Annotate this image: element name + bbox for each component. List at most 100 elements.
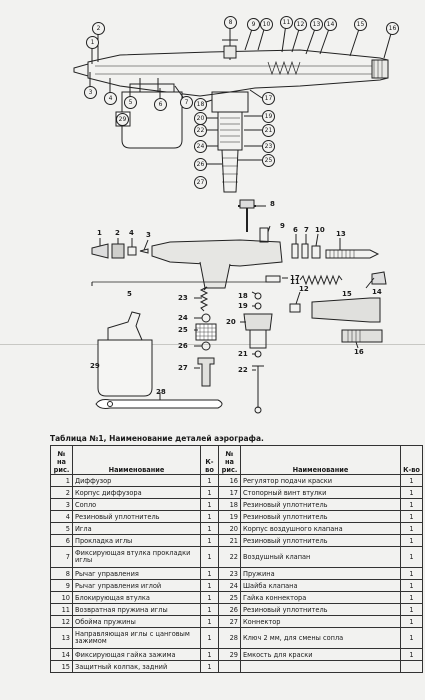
exploded-label-14: 14 — [372, 288, 382, 296]
callout-17: 17 — [262, 92, 275, 105]
callout-13: 13 — [310, 18, 323, 31]
exploded-label-6: 6 — [293, 226, 298, 234]
header-name-left: Наименование — [72, 445, 201, 475]
exploded-label-5: 5 — [127, 290, 132, 298]
exploded-label-16: 16 — [354, 348, 364, 356]
callout-11: 11 — [280, 16, 293, 29]
callout-29: 29 — [116, 113, 129, 126]
row-qty: 1 — [400, 498, 423, 511]
table-row: 10 Блокирующая втулка 1 25 Гайка коннект… — [50, 591, 423, 604]
exploded-label-12: 12 — [299, 285, 309, 293]
row-num: 8 — [50, 567, 73, 580]
table-row: 11 Возвратная пружина иглы 1 26 Резиновы… — [50, 603, 423, 616]
row-qty: 1 — [200, 660, 219, 673]
row-name: Резиновый уплотнитель — [240, 603, 401, 616]
row-num: 3 — [50, 498, 73, 511]
callout-6: 6 — [154, 98, 167, 111]
row-qty: 1 — [200, 627, 219, 649]
row-num: 20 — [218, 522, 241, 535]
exploded-label-17: 17 — [290, 274, 300, 282]
exploded-label-21: 21 — [238, 350, 248, 358]
row-qty: 1 — [200, 615, 219, 628]
row-qty: 1 — [400, 510, 423, 523]
row-qty: 1 — [400, 534, 423, 547]
row-num: 28 — [218, 627, 241, 649]
row-name: Пружина — [240, 567, 401, 580]
airbrush-cross-section-drawing — [73, 23, 393, 193]
exploded-label-24: 24 — [178, 314, 188, 322]
table-header-row: № на рис. Наименование К-во № на рис. На… — [50, 445, 423, 475]
table-row: 6 Прокладка иглы 1 21 Резиновый уплотнит… — [50, 534, 423, 547]
row-num — [218, 660, 241, 673]
table-row: 1 Диффузор 1 16 Регулятор подачи краски … — [50, 474, 423, 487]
callout-22: 22 — [194, 124, 207, 137]
row-qty: 1 — [400, 603, 423, 616]
callout-10: 10 — [260, 18, 273, 31]
callout-4: 4 — [104, 92, 117, 105]
row-num: 24 — [218, 579, 241, 592]
row-name: Игла — [72, 522, 201, 535]
exploded-label-11: 11 — [290, 278, 300, 286]
row-name: Воздушный клапан — [240, 546, 401, 568]
exploded-label-7: 7 — [304, 226, 309, 234]
table-row: 3 Сопло 1 18 Резиновый уплотнитель 1 — [50, 498, 423, 511]
exploded-label-25: 25 — [178, 326, 188, 334]
row-num: 26 — [218, 603, 241, 616]
row-qty: 1 — [400, 474, 423, 487]
row-num: 14 — [50, 648, 73, 661]
row-num: 25 — [218, 591, 241, 604]
row-qty: 1 — [200, 579, 219, 592]
row-num: 12 — [50, 615, 73, 628]
callout-19: 19 — [262, 110, 275, 123]
callout-15: 15 — [354, 18, 367, 31]
exploded-label-8: 8 — [270, 200, 275, 208]
exploded-label-22: 22 — [238, 366, 248, 374]
table-row: 14 Фиксирующая гайка зажима 1 29 Емкость… — [50, 648, 423, 661]
row-qty: 1 — [400, 591, 423, 604]
row-name: Коннектор — [240, 615, 401, 628]
row-num: 6 — [50, 534, 73, 547]
exploded-label-3: 3 — [146, 231, 151, 239]
row-name: Стопорный винт втулки — [240, 486, 401, 499]
table-row: 12 Обойма пружины 1 27 Коннектор 1 — [50, 615, 423, 628]
table-row: 7 Фиксирующая втулка прокладки иглы 1 22… — [50, 546, 423, 568]
row-name: Рычаг управления — [72, 567, 201, 580]
row-num: 29 — [218, 648, 241, 661]
row-qty: 1 — [200, 567, 219, 580]
exploded-label-13: 13 — [336, 230, 346, 238]
row-qty: 1 — [400, 579, 423, 592]
callout-14: 14 — [324, 18, 337, 31]
row-num: 16 — [218, 474, 241, 487]
exploded-label-18: 18 — [238, 292, 248, 300]
exploded-label-27: 27 — [178, 364, 188, 372]
header-num-right: № на рис. — [218, 445, 241, 475]
callout-18: 18 — [194, 98, 207, 111]
callout-20: 20 — [194, 112, 207, 125]
table-row: 15 Защитный колпак, задний 1 — [50, 660, 423, 673]
table-row: 4 Резиновый уплотнитель 1 19 Резиновый у… — [50, 510, 423, 523]
table-row: 13 Направляющая иглы с цанговым зажимом … — [50, 627, 423, 649]
row-qty: 1 — [200, 522, 219, 535]
header-qty-left: К-во — [200, 445, 219, 475]
callout-9: 9 — [247, 18, 260, 31]
row-name: Шайба клапана — [240, 579, 401, 592]
row-num: 9 — [50, 579, 73, 592]
callout-24: 24 — [194, 140, 207, 153]
row-num: 15 — [50, 660, 73, 673]
exploded-label-10: 10 — [315, 226, 325, 234]
exploded-label-9: 9 — [280, 222, 285, 230]
row-num: 19 — [218, 510, 241, 523]
row-num: 11 — [50, 603, 73, 616]
header-name-right: Наименование — [240, 445, 401, 475]
row-name: Сопло — [72, 498, 201, 511]
row-num: 4 — [50, 510, 73, 523]
row-name: Гайка коннектора — [240, 591, 401, 604]
row-qty: 1 — [200, 591, 219, 604]
row-qty: 1 — [400, 627, 423, 649]
row-name: Резиновый уплотнитель — [72, 510, 201, 523]
row-name: Обойма пружины — [72, 615, 201, 628]
row-qty — [400, 660, 423, 673]
row-num: 2 — [50, 486, 73, 499]
exploded-label-15: 15 — [342, 290, 352, 298]
row-name: Прокладка иглы — [72, 534, 201, 547]
